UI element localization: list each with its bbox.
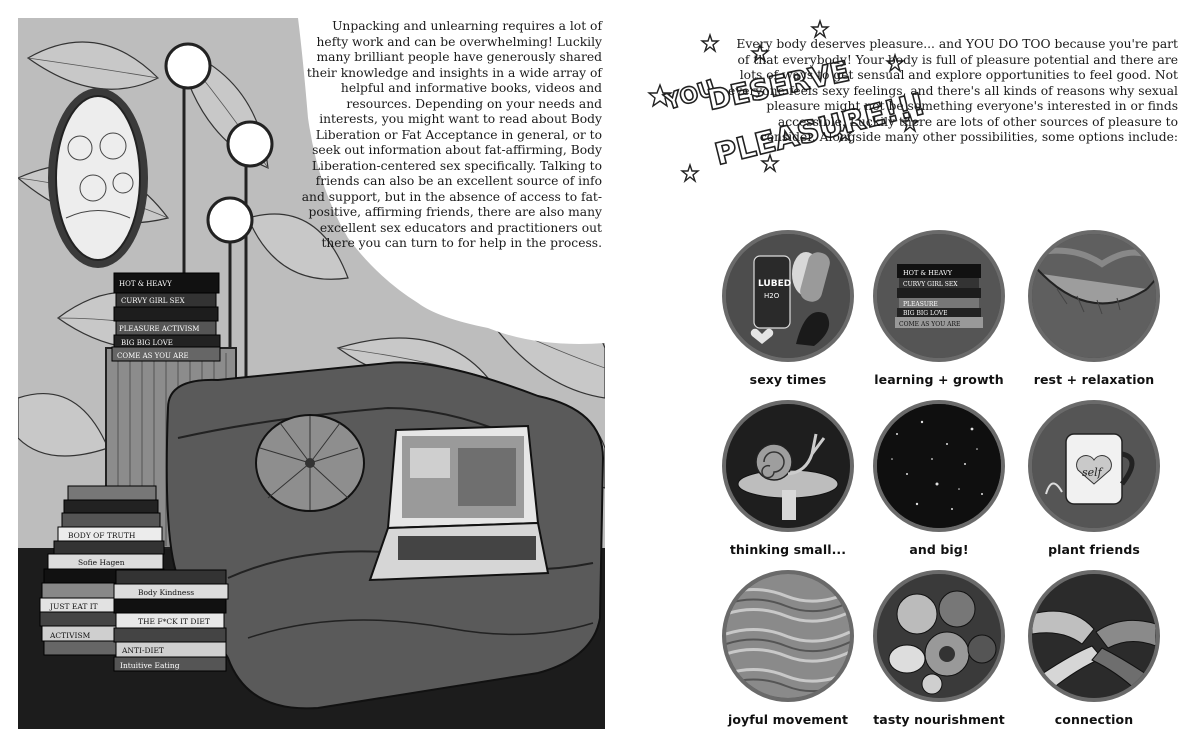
book-spine: Intuitive Eating <box>120 661 180 670</box>
and-big-image <box>873 400 1005 532</box>
option-rest-relaxation: rest + relaxation <box>1019 230 1169 387</box>
lube-label: LUBED <box>758 279 791 289</box>
option-plant-friends: self plant friends <box>1019 400 1169 557</box>
book-spine: THE F*CK IT DIET <box>138 617 210 626</box>
svg-text:HOT & HEAVY: HOT & HEAVY <box>903 269 953 277</box>
you-deserve-pleasure-title: YOU DESERVE PLEASURE!!! <box>640 15 930 185</box>
option-label: sexy times <box>749 372 827 387</box>
reading-nook-illustration: HOT & HEAVY CURVY GIRL SEX PLEASURE ACTI… <box>18 18 605 729</box>
book-spine: Sofie Hagen <box>78 558 125 567</box>
book-spine: ACTIVISM <box>49 631 91 640</box>
svg-text:H2O: H2O <box>764 292 780 300</box>
plant-friends-image: self <box>1028 400 1160 532</box>
joyful-movement-image <box>722 570 854 702</box>
svg-text:BIG BIG LOVE: BIG BIG LOVE <box>903 310 947 317</box>
option-label: plant friends <box>1048 542 1140 557</box>
option-tasty-nourishment: tasty nourishment <box>864 570 1014 727</box>
book-spine: HOT & HEAVY <box>119 280 172 288</box>
sexy-times-image: LUBED H2O <box>722 230 854 362</box>
mug-word: self <box>1082 466 1104 479</box>
book-spine: JUST EAT IT <box>49 602 98 611</box>
book-spine: PLEASURE ACTIVISM <box>119 325 199 333</box>
intro-paragraph: Unpacking and unlearning requires a lot … <box>301 19 602 250</box>
option-thinking-small: thinking small... <box>713 400 863 557</box>
book-spine: ANTI-DIET <box>121 646 164 655</box>
option-joyful-movement: joyful movement <box>713 570 863 727</box>
book-spine: Body Kindness <box>138 588 194 597</box>
star-icons <box>647 18 920 184</box>
tasty-nourishment-image <box>873 570 1005 702</box>
svg-text:PLEASURE: PLEASURE <box>903 301 938 308</box>
svg-text:COME AS YOU ARE: COME AS YOU ARE <box>899 321 960 328</box>
book-spine: BODY OF TRUTH <box>68 531 136 540</box>
option-learning-growth: HOT & HEAVY CURVY GIRL SEX PLEASURE BIG … <box>864 230 1014 387</box>
option-label: tasty nourishment <box>873 712 1005 727</box>
rest-relaxation-image <box>1028 230 1160 362</box>
option-label: thinking small... <box>729 542 847 557</box>
option-label: joyful movement <box>727 712 849 727</box>
book-spine: BIG BIG LOVE <box>121 339 173 347</box>
book-spine: CURVY GIRL SEX <box>121 297 185 305</box>
thinking-small-image <box>722 400 854 532</box>
connection-image <box>1028 570 1160 702</box>
book-spine: COME AS YOU ARE <box>117 352 189 360</box>
option-label: connection <box>1054 712 1134 727</box>
pleasure-paragraph: Every body deserves pleasure... and YOU … <box>727 37 1178 144</box>
option-connection: connection <box>1019 570 1169 727</box>
option-label: learning + growth <box>874 372 1004 387</box>
option-label: and big! <box>909 542 969 557</box>
option-sexy-times: LUBED H2O sexy times <box>713 230 863 387</box>
svg-text:CURVY GIRL SEX: CURVY GIRL SEX <box>903 281 958 288</box>
option-label: rest + relaxation <box>1033 372 1155 387</box>
option-and-big: and big! <box>864 400 1014 557</box>
learning-growth-image: HOT & HEAVY CURVY GIRL SEX PLEASURE BIG … <box>873 230 1005 362</box>
